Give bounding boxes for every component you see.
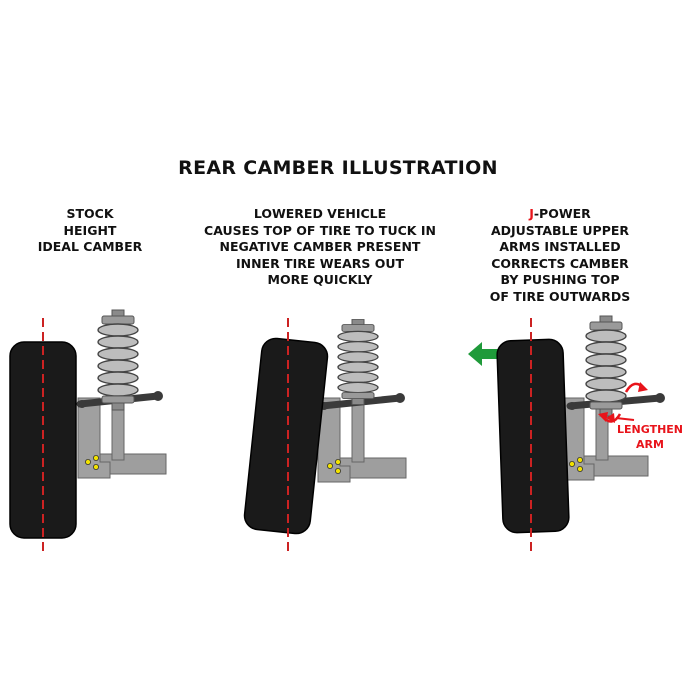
- caption-line: LOWERED VEHICLE: [253, 206, 387, 221]
- caption-line: MORE QUICKLY: [267, 272, 373, 287]
- caption-line: STOCK: [66, 206, 114, 221]
- jpower-suspension: [468, 315, 665, 555]
- diagram-title: REAR CAMBER ILLUSTRATION: [178, 157, 498, 179]
- caption-line: OF TIRE OUTWARDS: [489, 288, 631, 304]
- caption-line: IDEAL CAMBER: [37, 239, 143, 254]
- caption-line: CAUSES TOP OF TIRE TO TUCK IN: [204, 222, 436, 238]
- caption-line: CORRECTS CAMBER: [491, 255, 629, 271]
- stock-caption: STOCK HEIGHT IDEAL CAMBER: [30, 206, 150, 256]
- stock-suspension: [9, 309, 167, 555]
- caption-line: INNER TIRE WEARS OUT: [235, 255, 405, 271]
- caption-line: ADJUSTABLE UPPER: [490, 222, 630, 238]
- brand-letter: J: [529, 206, 534, 221]
- brand-line: J-POWER: [460, 206, 660, 223]
- green-arrow-icon: [468, 342, 498, 366]
- caption-line: NEGATIVE CAMBER PRESENT: [219, 239, 421, 254]
- annotation-line: ARM: [636, 438, 664, 451]
- caption-line: BY PUSHING TOP: [500, 272, 620, 287]
- lengthen-arm-label: LENGTHEN ARM: [610, 422, 690, 452]
- brand-rest: -POWER: [533, 206, 591, 221]
- caption-line: ARMS INSTALLED: [499, 239, 621, 254]
- caption-line: HEIGHT: [63, 222, 117, 238]
- lowered-suspension: [243, 318, 407, 555]
- jpower-caption: J-POWER ADJUSTABLE UPPER ARMS INSTALLED …: [460, 206, 660, 305]
- annotation-line: LENGTHEN: [617, 423, 683, 436]
- lowered-caption: LOWERED VEHICLE CAUSES TOP OF TIRE TO TU…: [180, 206, 460, 289]
